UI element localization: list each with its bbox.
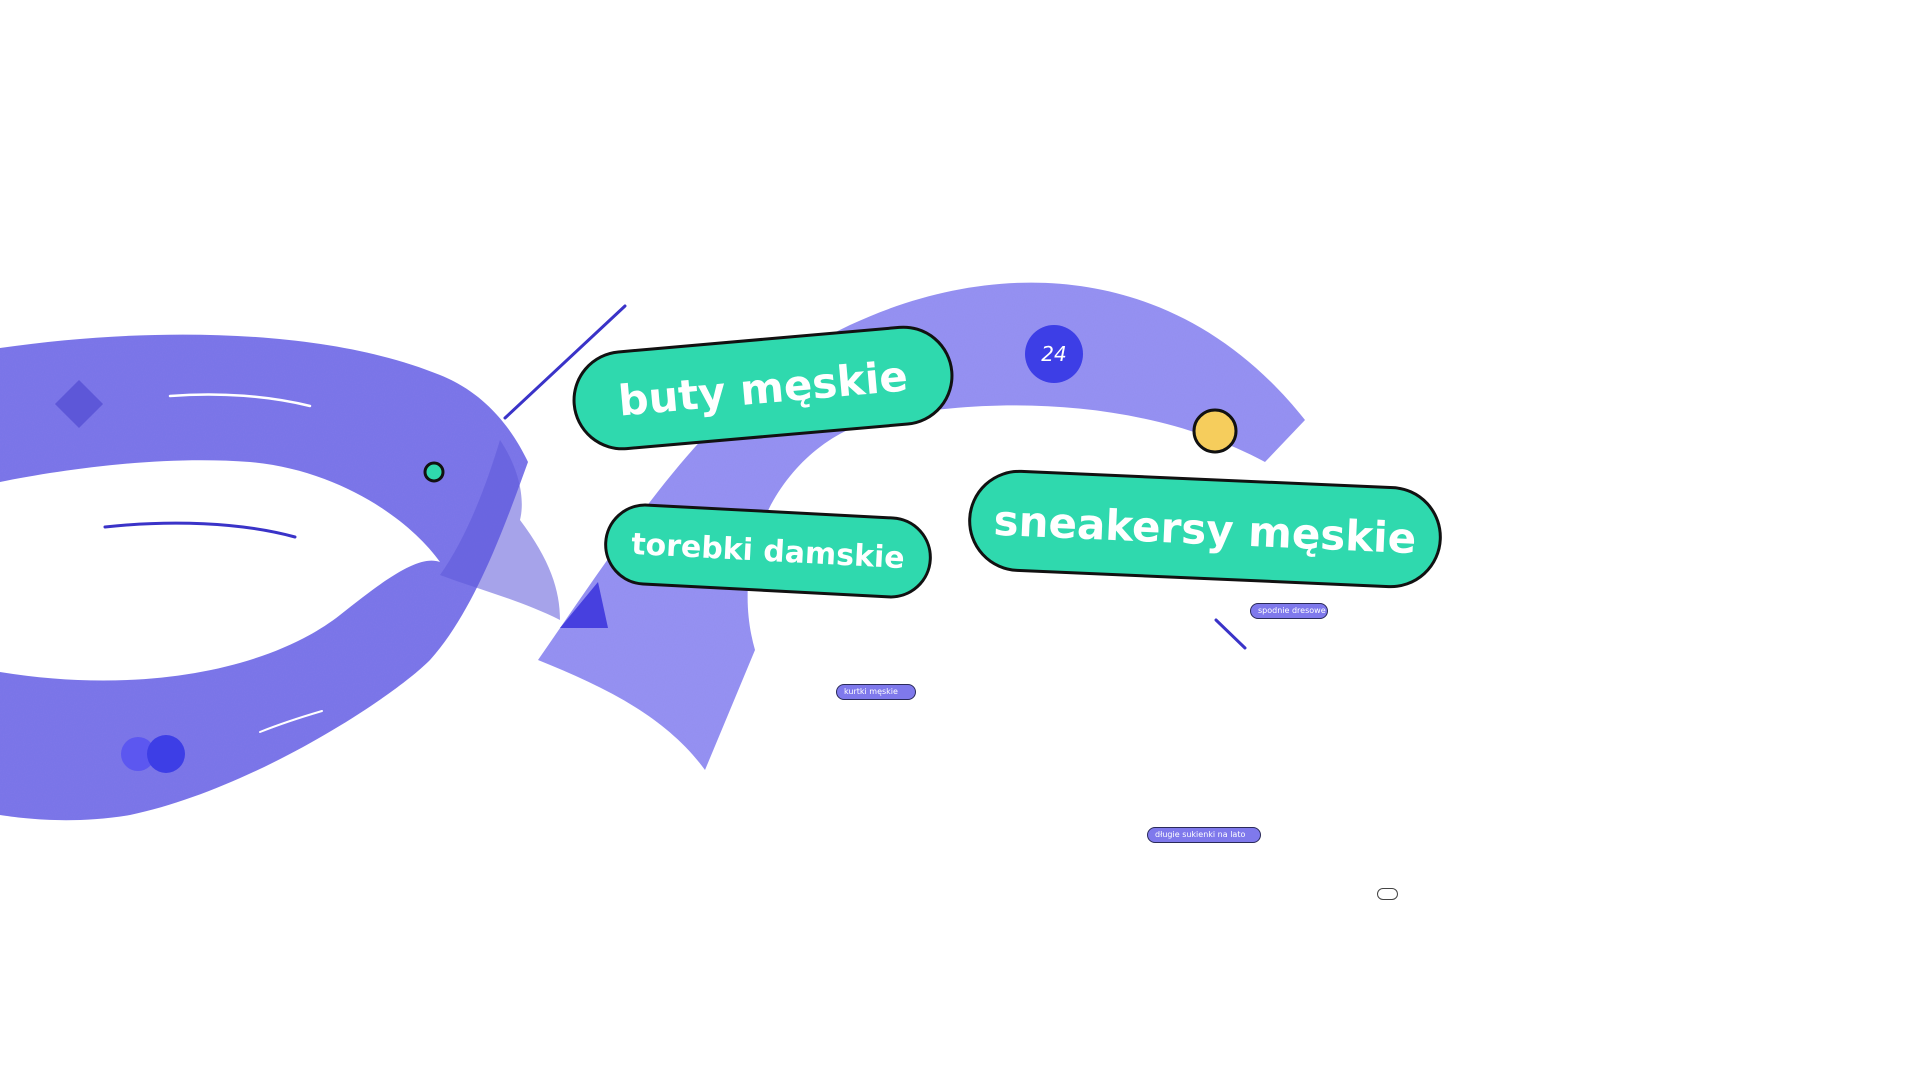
decorative-line [168, 393, 312, 408]
search-tag-sneakersy-meskie[interactable]: sneakersy męskie [966, 467, 1444, 591]
triangle-shape [560, 582, 608, 628]
decorative-line [503, 304, 627, 420]
ribbon-right-loop [538, 282, 1305, 770]
counter-badge: 24 [1025, 325, 1083, 383]
decorative-line [259, 710, 323, 733]
blue-dot [121, 737, 155, 771]
search-tag-kurtki-meskie[interactable]: kurtki męskie [836, 684, 916, 700]
crossing-shadow [440, 440, 560, 620]
ribbon-left-loop [0, 334, 528, 821]
search-tag-spodnie-dresowe[interactable]: spodnie dresowe [1250, 603, 1328, 619]
decorative-line [103, 521, 297, 539]
diamond-shape [54, 379, 104, 429]
search-tag-torebki-damskie[interactable]: torebki damskie [602, 501, 934, 601]
decorative-line [1214, 618, 1247, 650]
empty-tag-pill [1377, 888, 1398, 900]
green-dot [423, 461, 445, 483]
yellow-dot [1192, 408, 1238, 454]
blue-dot [147, 735, 185, 773]
search-tag-dlugie-sukienki[interactable]: długie sukienki na lato [1147, 827, 1261, 843]
